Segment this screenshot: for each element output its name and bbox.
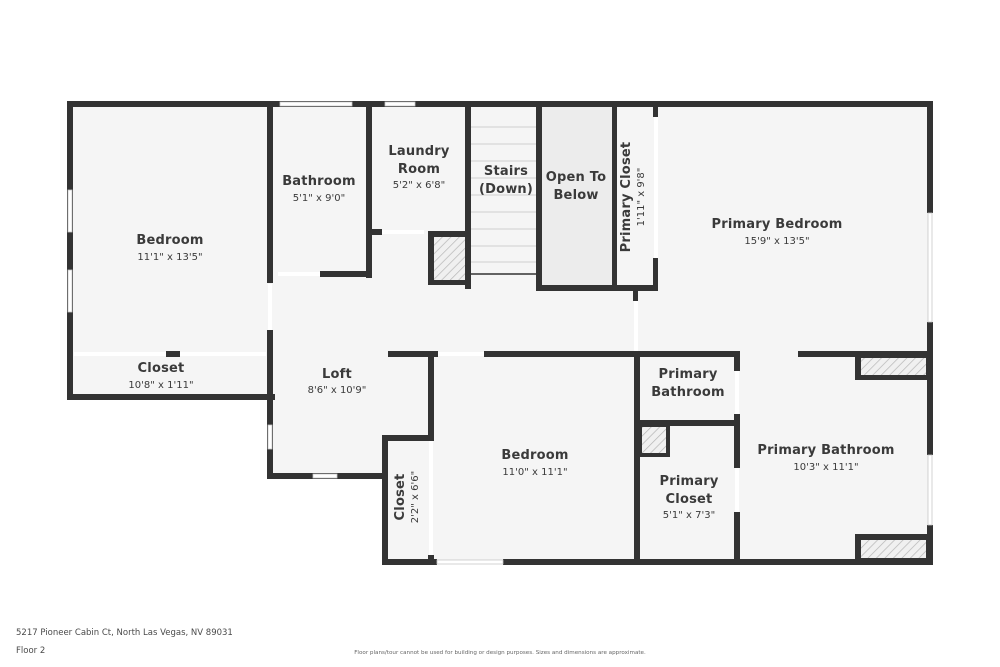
floor-area <box>70 104 930 563</box>
room-name-primary-closet-2-line2: Closet <box>666 492 713 507</box>
window <box>436 559 504 565</box>
window <box>279 101 353 107</box>
door-openings <box>74 117 739 555</box>
room-name-primary-closet-2-line1: Primary <box>660 474 719 489</box>
window <box>927 454 933 526</box>
stairs-treads <box>471 126 538 275</box>
property-address: 5217 Pioneer Cabin Ct, North Las Vegas, … <box>16 628 233 638</box>
room-name-closet-1: Closet <box>138 361 185 376</box>
open-to-below-area <box>541 106 613 288</box>
window <box>67 189 73 233</box>
room-name-open-below-line1: Open To <box>546 170 606 185</box>
floor-label: Floor 2 <box>16 646 46 656</box>
room-name-primary-bathroom-small-line1: Primary <box>659 367 718 382</box>
room-dims-primary-closet-1: 1'11" x 9'8" <box>636 168 647 227</box>
room-labels: Bedroom 11'1" x 13'5" Closet 10'8" x 1'1… <box>128 142 894 524</box>
room-name-stairs-line2: (Down) <box>479 182 533 197</box>
window <box>312 473 338 479</box>
room-name-primary-bathroom-small-line2: Bathroom <box>651 385 725 400</box>
room-dims-primary-closet-2: 5'1" x 7'3" <box>663 510 715 521</box>
room-dims-closet-1: 10'8" x 1'11" <box>128 380 193 391</box>
room-name-loft: Loft <box>322 367 352 382</box>
window <box>267 424 273 450</box>
room-name-laundry-line2: Room <box>398 162 440 177</box>
room-dims-primary-bathroom: 10'3" x 11'1" <box>793 462 858 473</box>
room-name-stairs-line1: Stairs <box>484 164 528 179</box>
window <box>384 101 416 107</box>
room-dims-closet-2: 2'2" x 6'6" <box>410 471 421 523</box>
room-name-bedroom-2: Bedroom <box>501 448 568 463</box>
room-dims-loft: 8'6" x 10'9" <box>308 385 367 396</box>
hatched-blocks <box>428 231 930 562</box>
room-name-primary-closet-1: Primary Closet <box>619 142 634 253</box>
room-name-laundry-line1: Laundry <box>388 144 449 159</box>
walls <box>67 101 933 565</box>
room-name-bathroom: Bathroom <box>282 174 356 189</box>
room-name-open-below-line2: Below <box>553 188 598 203</box>
room-name-primary-bedroom: Primary Bedroom <box>712 217 843 232</box>
window <box>67 269 73 313</box>
room-name-bedroom-1: Bedroom <box>136 233 203 248</box>
room-name-closet-2: Closet <box>393 474 408 521</box>
room-dims-primary-bedroom: 15'9" x 13'5" <box>744 236 809 247</box>
disclaimer-text: Floor plans/tour cannot be used for buil… <box>354 650 646 656</box>
window <box>927 212 933 323</box>
room-dims-bedroom-1: 11'1" x 13'5" <box>137 252 202 263</box>
room-dims-bedroom-2: 11'0" x 11'1" <box>502 467 567 478</box>
room-dims-laundry: 5'2" x 6'8" <box>393 180 445 191</box>
room-name-primary-bathroom: Primary Bathroom <box>757 443 894 458</box>
room-dims-bathroom: 5'1" x 9'0" <box>293 193 345 204</box>
windows <box>67 101 933 565</box>
